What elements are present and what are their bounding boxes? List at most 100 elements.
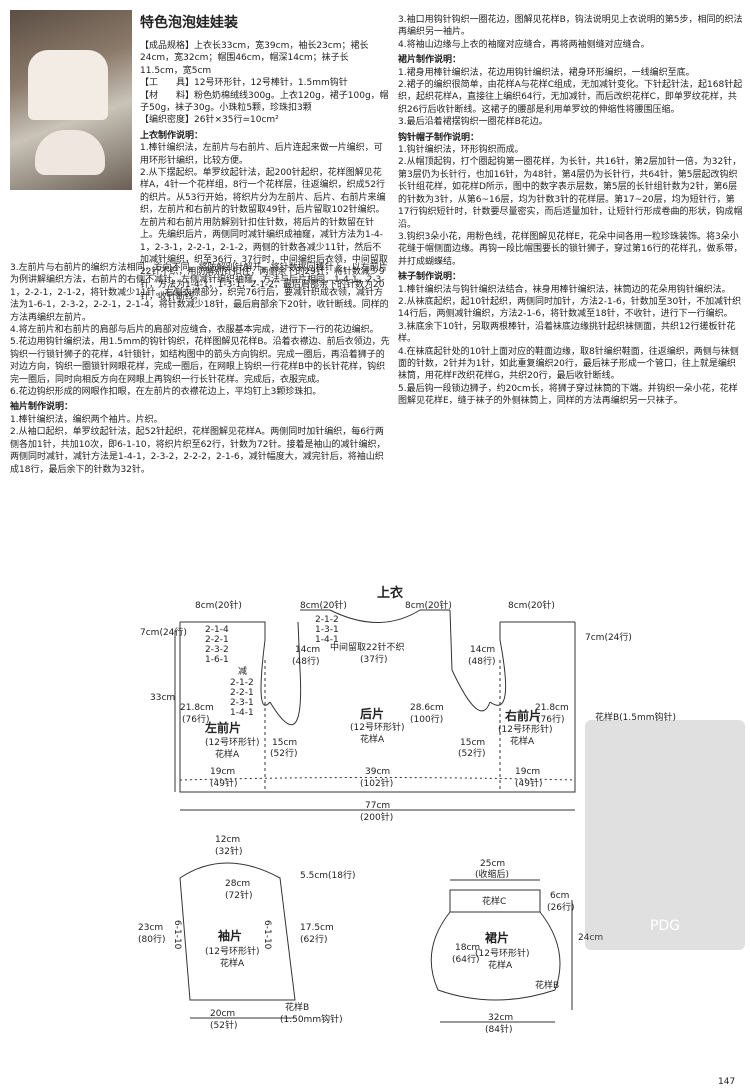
back-neck-rows: (37行)	[360, 653, 387, 665]
sleeve-heading: 袖片制作说明：	[10, 402, 74, 413]
sleeve-outline	[179, 862, 296, 1001]
top-step: 1.棒针编织法，左前片与右前片、后片连起来做一片编织，可用环形针编织，比较方便。	[140, 143, 383, 166]
sleeve-bottom-dim: 20cm	[210, 1009, 235, 1019]
top-step: 6.花边钩织形成的网眼作扣眼，在左前片的衣襟花边上，平均钉上3颗珍珠扣。	[10, 387, 322, 398]
dim-back-width: 39cm	[365, 767, 390, 777]
skirt-waist: 25cm	[480, 859, 505, 869]
spec-materials: 【材 料】粉色奶棉绒线300g。上衣120g，裙子100g，帽子50g，袜子30…	[140, 90, 389, 114]
photo-top-garment	[28, 50, 108, 120]
sleeve-step: 2.从袖口起织，单罗纹起针法，起52针起织，花样图解见花样A。两侧同时加针编织，…	[10, 427, 386, 475]
right-front-needle: (12号环形针)	[498, 723, 552, 735]
dim-shoulder-right: 8cm(20针)	[508, 599, 555, 611]
sleeve-edge-tool: (1.50mm钩针)	[280, 1013, 343, 1025]
back-neck-curve	[300, 609, 450, 623]
dim-left-front-width: 19cm	[210, 767, 235, 777]
sleeve-top-dim: 12cm	[215, 835, 240, 845]
top-heading: 上衣制作说明：	[140, 130, 204, 141]
back-neck-note: 中间留取22针不织	[330, 641, 404, 653]
hat-step: 3.钩织3朵小花，用粉色线，花样图解见花样E，花朵中间各用一粒珍珠装饰。将3朵小…	[398, 231, 743, 267]
dec-code: 1-4-1	[230, 708, 254, 718]
dim-hem-rows: (52行)	[270, 747, 297, 759]
dim-total-width: 77cm	[365, 801, 390, 811]
dim-right-front-stitches: (49针)	[515, 777, 542, 789]
skirt-heading: 裙片制作说明：	[398, 55, 462, 66]
sleeve-side-rows: (62行)	[300, 933, 327, 945]
dim-collar-right: 7cm(24行)	[585, 631, 632, 643]
sleeve-top-stitches: (32针)	[215, 845, 242, 857]
sleeve-step: 3.袖口用钩针钩织一圈花边，图解见花样B，钩法说明见上衣说明的第5步，相同的织法…	[398, 15, 743, 38]
skirt-total-height: 24cm	[578, 933, 603, 943]
dim-armhole-right-rows: (48行)	[468, 655, 495, 667]
dim-hem-right-rows: (52行)	[458, 747, 485, 759]
dec-code: 2-3-1	[230, 698, 254, 708]
skirt-step: 1.裙身用棒针编织法，花边用钩针编织法，裙身环形编织，一线编织至底。	[398, 67, 695, 78]
specs-and-top-instructions: 【成品规格】上衣长33cm，宽39cm，袖长23cm；裙长24cm，宽32cm；…	[140, 40, 390, 304]
dim-back-height: 28.6cm	[410, 703, 444, 713]
top-step: 5.花边用钩针编织法，用1.5mm的钩针钩织，花样图解见花样B。沿着衣襟边、前后…	[10, 337, 390, 385]
sleeve-step: 1.棒针编织法，编织两个袖片。片织。	[10, 414, 163, 425]
top-title: 上衣	[377, 585, 403, 601]
back-name: 后片	[360, 706, 384, 721]
sock-step: 3.袜底余下10针，另取两根棒针，沿着袜底边缘挑针起织袜侧面，共织12行搓板针花…	[398, 321, 736, 345]
top-step: 3.左前片与右前片的编织方法相同，方向不同。将防解别针解开，将针数挑回棒针上，以…	[10, 263, 389, 323]
sock-heading: 袜子制作说明：	[398, 272, 462, 283]
skirt-step: 3.最后沿着裙摆钩织一圈花样B花边。	[398, 117, 548, 128]
front-neck-code: 2-2-1	[205, 635, 229, 645]
sleeve-bottom-stitches: (52针)	[210, 1019, 237, 1031]
sleeve-height: 23cm	[138, 923, 163, 933]
skirt-waist-note: (收缩后)	[475, 868, 509, 880]
dim-back-rows: (100行)	[410, 713, 443, 725]
sleeve-mid-dim: 28cm	[225, 879, 250, 889]
front-neck-code: 2-3-2	[205, 645, 229, 655]
left-front-name: 左前片	[204, 720, 241, 735]
dim-left-front-stitches: (49针)	[210, 777, 237, 789]
edge-note: 花样B(1.5mm钩针)	[595, 711, 676, 723]
dim-armhole: 14cm	[295, 645, 320, 655]
hat-heading: 钩针帽子制作说明：	[398, 132, 480, 143]
sleeve-mid-stitches: (72针)	[225, 889, 252, 901]
skirt-outline	[430, 911, 561, 1001]
dim-shoulder-left: 8cm(20针)	[195, 599, 242, 611]
skirt-bottom-stitches: (84针)	[485, 1023, 512, 1035]
right-front-pattern: 花样A	[510, 735, 535, 747]
skirt-edge: 花样B	[535, 979, 559, 991]
sleeve-needle: (12号环形针)	[205, 945, 259, 957]
skirt-body-rows: (64行)	[452, 953, 479, 965]
spec-tools: 【工 具】12号环形针，12号棒针，1.5mm钩针	[140, 78, 348, 89]
back-neck-code: 1-3-1	[315, 625, 339, 635]
back-needle: (12号环形针)	[350, 721, 404, 733]
page-number: 147	[718, 1077, 735, 1087]
svg-text:PDG: PDG	[650, 918, 680, 934]
spec-size: 【成品规格】上衣长33cm，宽39cm，袖长23cm；裙长24cm，宽32cm；…	[140, 41, 369, 76]
dim-front-height: 21.8cm	[180, 703, 214, 713]
back-neck-code: 1-4-1	[315, 635, 339, 645]
skirt-needle: (12号环形针)	[475, 947, 529, 959]
sleeve-name: 袖片	[218, 928, 242, 943]
dim-armhole-rows: (48行)	[292, 655, 319, 667]
top-step: 2.从下摆起织。单罗纹起针法，起200针起织，花样图解见花样A，4针一个花样组，…	[140, 168, 388, 303]
top-step: 4.将左前片和右前片的肩部与后片的肩部对应缝合，衣服基本完成，进行下一行的花边编…	[10, 325, 379, 336]
sleeve-edge: 花样B	[285, 1001, 309, 1013]
skirt-band-pattern: 花样C	[482, 895, 506, 907]
back-pattern: 花样A	[360, 733, 385, 745]
sleeve-step: 4.将袖山边缘与上衣的袖窿对应缝合，再将两袖侧缝对应缝合。	[398, 39, 650, 50]
dim-total-stitches: (200针)	[360, 811, 393, 823]
back-neck-code: 2-1-2	[315, 615, 339, 625]
skirt-band-rows: (26行)	[547, 901, 574, 913]
photo-skirt-garment	[35, 130, 105, 175]
left-front-pattern: 花样A	[215, 748, 240, 760]
dim-hem: 15cm	[272, 738, 297, 748]
sleeve-cap-dim: 5.5cm(18行)	[300, 869, 356, 881]
skirt-name: 裙片	[484, 930, 509, 945]
dim-collar-left: 7cm(24行)	[140, 626, 187, 638]
dim-shoulder-center-right: 8cm(20针)	[405, 599, 452, 611]
skirt-bottom: 32cm	[488, 1013, 513, 1023]
spec-gauge: 【编织密度】26针×35行=10cm²	[140, 115, 279, 126]
dec-label: 减	[238, 665, 247, 677]
hat-step: 1.钩针编织法，环形钩织而成。	[398, 145, 524, 156]
front-neck-code: 1-6-1	[205, 655, 229, 665]
sock-step: 5.最后钩一段锁边狮子，约20cm长，将狮子穿过袜筒的下端。并钩织一朵小花，花样…	[398, 383, 738, 407]
dim-shoulder-center-left: 8cm(20针)	[300, 599, 347, 611]
dec-code: 2-1-2	[230, 678, 254, 688]
dim-right-front-rows: (76行)	[537, 713, 564, 725]
